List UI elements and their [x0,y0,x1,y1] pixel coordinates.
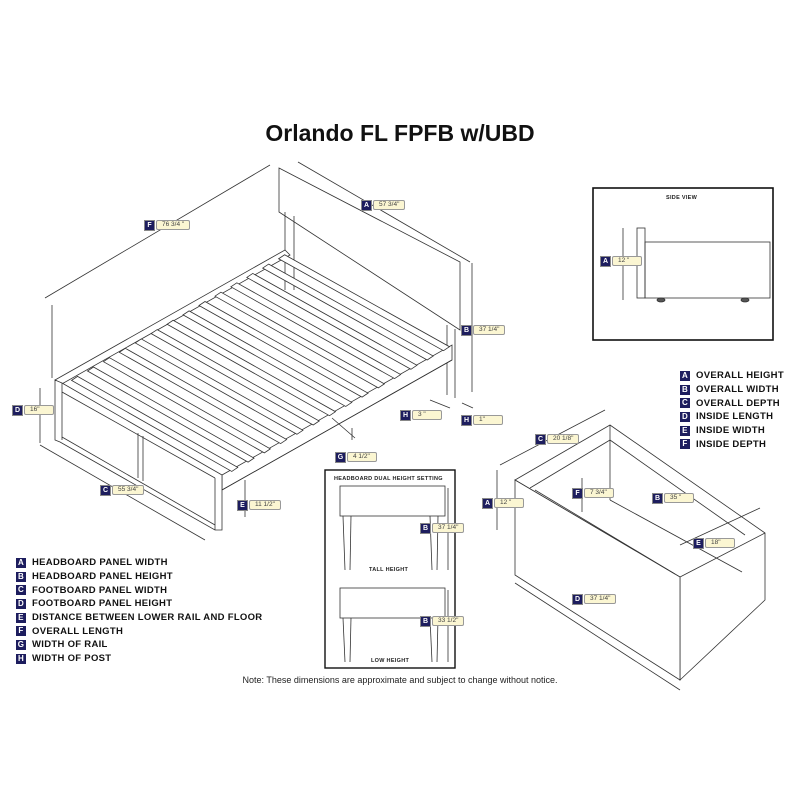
bed-slat [214,291,386,389]
tall-height-label: TALL HEIGHT [369,567,409,573]
bed-drawing [39,161,474,541]
bed-slat [102,357,272,454]
bed-slats [70,254,451,472]
bed-slat [166,319,337,417]
bed-slat [70,375,239,472]
disclaimer-note: Note: These dimensions are approximate a… [242,675,558,685]
side-view-title: SIDE VIEW [666,195,698,201]
bed-slat [134,338,304,435]
side-view-drawing [592,187,774,341]
bed-slat [230,282,402,380]
drawer-drawing [496,409,766,691]
bed-slat [198,301,369,398]
low-height-label: LOW HEIGHT [371,658,410,664]
bed-slat [246,272,418,370]
bed-slat [277,254,451,352]
bed-slat [150,329,320,426]
diagram-title: Orlando FL FPFB w/UBD [265,120,535,146]
headboard-box-title: HEADBOARD DUAL HEIGHT SETTING [334,476,443,482]
bed-slat [86,366,255,463]
bed-slat [118,347,288,445]
bed-slat [261,263,434,361]
bed-slat [182,310,353,407]
